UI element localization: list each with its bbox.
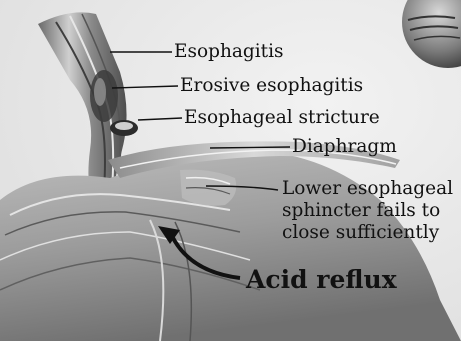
label-erosive-esophagitis: Erosive esophagitis	[180, 75, 363, 96]
leader-diaphragm	[210, 147, 290, 148]
label-diaphragm: Diaphragm	[292, 136, 397, 157]
label-lower-esophageal-sphincter: Lower esophageal sphincter fails to clos…	[282, 178, 453, 244]
label-esophagitis: Esophagitis	[174, 41, 284, 62]
label-esophageal-stricture: Esophageal stricture	[184, 107, 380, 128]
sphere-fragment	[402, 0, 461, 68]
leader-stricture	[138, 118, 182, 120]
label-acid-reflux: Acid reflux	[246, 266, 397, 294]
